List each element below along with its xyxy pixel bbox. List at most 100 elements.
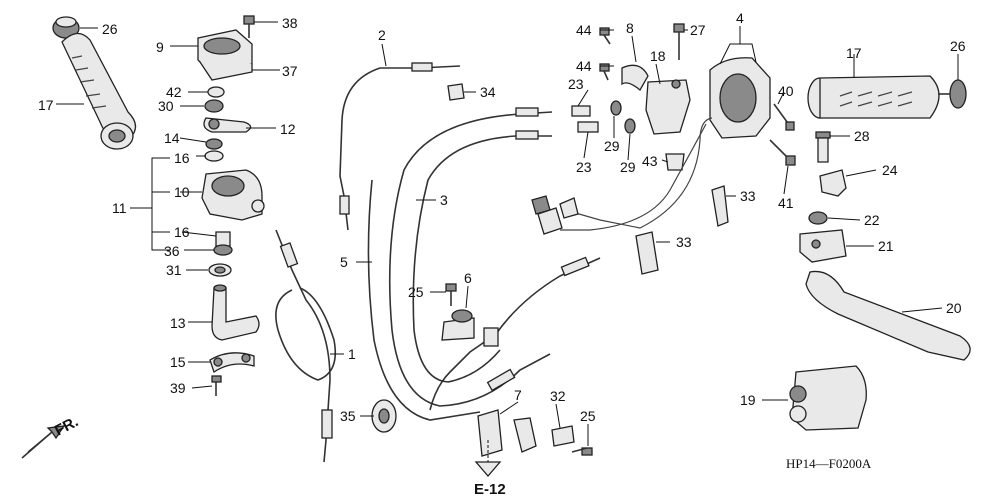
wire-clip-33-lower <box>635 231 659 275</box>
screw-40 <box>773 103 795 131</box>
boot-19 <box>789 365 867 431</box>
callout-1: 1 <box>348 346 356 362</box>
wire-clip-33-upper <box>711 185 729 227</box>
callout-3: 3 <box>440 192 448 208</box>
callout-23-upper: 23 <box>568 76 584 92</box>
washer-42 <box>207 86 225 98</box>
pivot-bolt-28 <box>815 131 831 163</box>
screw-44-lower <box>599 63 610 81</box>
callout-33-lower: 33 <box>676 234 692 250</box>
screw-23-upper <box>571 105 591 117</box>
callout-11: 11 <box>112 200 127 216</box>
washer-29-b <box>624 118 636 134</box>
nut-30 <box>204 99 224 113</box>
throttle-housing <box>201 169 265 221</box>
callout-20: 20 <box>946 300 962 316</box>
callout-30: 30 <box>158 98 174 114</box>
callout-19: 19 <box>740 392 756 408</box>
callout-29-upper: 29 <box>604 138 620 154</box>
callout-31: 31 <box>166 262 182 278</box>
callout-34: 34 <box>480 84 496 100</box>
callout-37: 37 <box>282 63 298 79</box>
callout-6: 6 <box>464 270 472 286</box>
callout-36: 36 <box>164 243 180 259</box>
grommet-35 <box>371 399 397 433</box>
callout-23-lower: 23 <box>576 159 592 175</box>
callout-9: 9 <box>156 39 164 55</box>
callout-43: 43 <box>642 153 658 169</box>
callout-8: 8 <box>626 20 634 36</box>
callout-26-right: 26 <box>950 38 966 54</box>
callout-32: 32 <box>550 388 566 404</box>
cable-clip-34 <box>447 83 465 101</box>
screw-41 <box>769 139 796 166</box>
bolt-25-lower <box>571 447 593 456</box>
seal-14 <box>204 138 224 162</box>
lever-holder-21 <box>799 229 847 263</box>
callout-27: 27 <box>690 22 706 38</box>
grip-end-cap-right <box>938 79 967 109</box>
screw-44-upper <box>599 27 611 45</box>
holder-8 <box>621 64 649 91</box>
callout-16-lower: 16 <box>174 224 190 240</box>
callout-5: 5 <box>340 254 348 270</box>
callout-41: 41 <box>778 195 794 211</box>
washer-29-a <box>610 100 622 116</box>
seal-16-lower <box>213 231 233 256</box>
callout-7: 7 <box>514 387 522 403</box>
callout-10: 10 <box>174 184 190 200</box>
bracket-7 <box>477 409 537 457</box>
throttle-cover <box>197 29 253 81</box>
lever-bracket-24 <box>819 169 847 197</box>
diagram-code: HP14—F0200A <box>786 456 872 471</box>
callout-4: 4 <box>736 10 744 26</box>
switch-18 <box>645 79 691 135</box>
callout-21: 21 <box>878 238 894 254</box>
grommet-43 <box>665 153 685 171</box>
right-grip <box>807 75 940 119</box>
bolt-27 <box>673 23 685 60</box>
e12-arrow <box>474 440 502 477</box>
front-direction-arrow: FR. <box>21 413 81 459</box>
callout-38: 38 <box>282 15 298 31</box>
grip-end-cap-left <box>52 16 80 39</box>
cable-holder-6 <box>441 309 475 341</box>
callout-40: 40 <box>778 83 794 99</box>
callout-25-upper: 25 <box>408 284 424 300</box>
callout-17-left: 17 <box>38 97 54 113</box>
callout-29-lower: 29 <box>620 159 636 175</box>
throttle-arm <box>203 117 252 133</box>
cable-3 <box>388 107 553 407</box>
clutch-cable-lower <box>429 256 601 411</box>
leader-lines <box>56 21 959 446</box>
callout-44-lower: 44 <box>576 58 592 74</box>
adjuster-32 <box>551 425 575 447</box>
washer-31 <box>208 263 232 277</box>
callout-16-upper: 16 <box>174 150 190 166</box>
screw-23-lower <box>577 121 599 133</box>
callout-2: 2 <box>378 27 386 43</box>
bolt-25-upper <box>445 283 457 306</box>
switch-housing-4 <box>709 57 771 139</box>
callout-35: 35 <box>340 408 356 424</box>
wiring-harness <box>531 117 713 235</box>
nut-22 <box>808 211 828 225</box>
callout-42: 42 <box>166 84 182 100</box>
callout-24: 24 <box>882 162 898 178</box>
callout-22: 22 <box>864 212 880 228</box>
throttle-pipe <box>211 284 260 341</box>
throttle-cable-1 <box>275 229 337 463</box>
callout-14: 14 <box>164 130 180 146</box>
left-grip <box>61 32 137 150</box>
callout-13: 13 <box>170 315 186 331</box>
callout-labels: 26 38 9 37 42 17 30 12 14 16 10 11 16 36… <box>38 10 966 424</box>
lever-20 <box>805 270 971 361</box>
callout-44-upper: 44 <box>576 22 592 38</box>
callout-15: 15 <box>170 354 186 370</box>
callout-18: 18 <box>650 48 666 64</box>
callout-33-upper: 33 <box>740 188 756 204</box>
callout-28: 28 <box>854 128 870 144</box>
callout-12: 12 <box>280 121 296 137</box>
choke-cable-2 <box>339 62 461 231</box>
